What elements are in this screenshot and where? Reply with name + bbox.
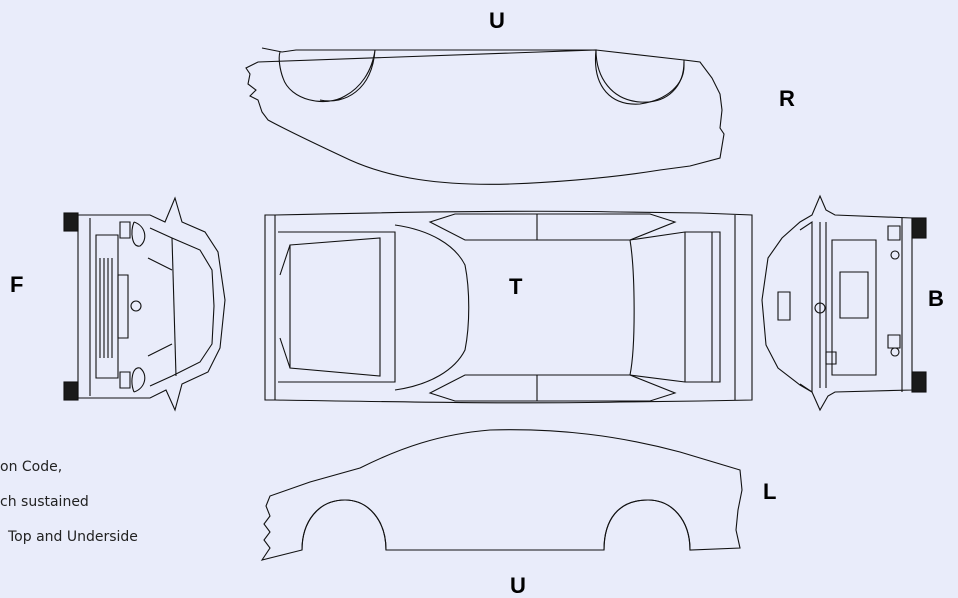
label-back: B	[928, 286, 944, 311]
car-right-side-view	[245, 47, 725, 185]
note-line-3: Top and Underside	[8, 529, 138, 545]
label-underside-bottom: U	[510, 573, 526, 598]
car-back-view	[761, 194, 927, 412]
label-top: T	[509, 274, 523, 299]
label-front: F	[10, 272, 24, 297]
label-right-side: R	[779, 86, 795, 111]
label-underside-top: U	[489, 8, 505, 33]
car-left-side-view	[260, 429, 743, 561]
car-front-view	[63, 196, 226, 412]
note-line-2: ch sustained	[0, 494, 89, 510]
note-line-1: on Code,	[0, 459, 63, 475]
car-top-view	[264, 210, 753, 404]
label-left-side: L	[763, 479, 777, 504]
